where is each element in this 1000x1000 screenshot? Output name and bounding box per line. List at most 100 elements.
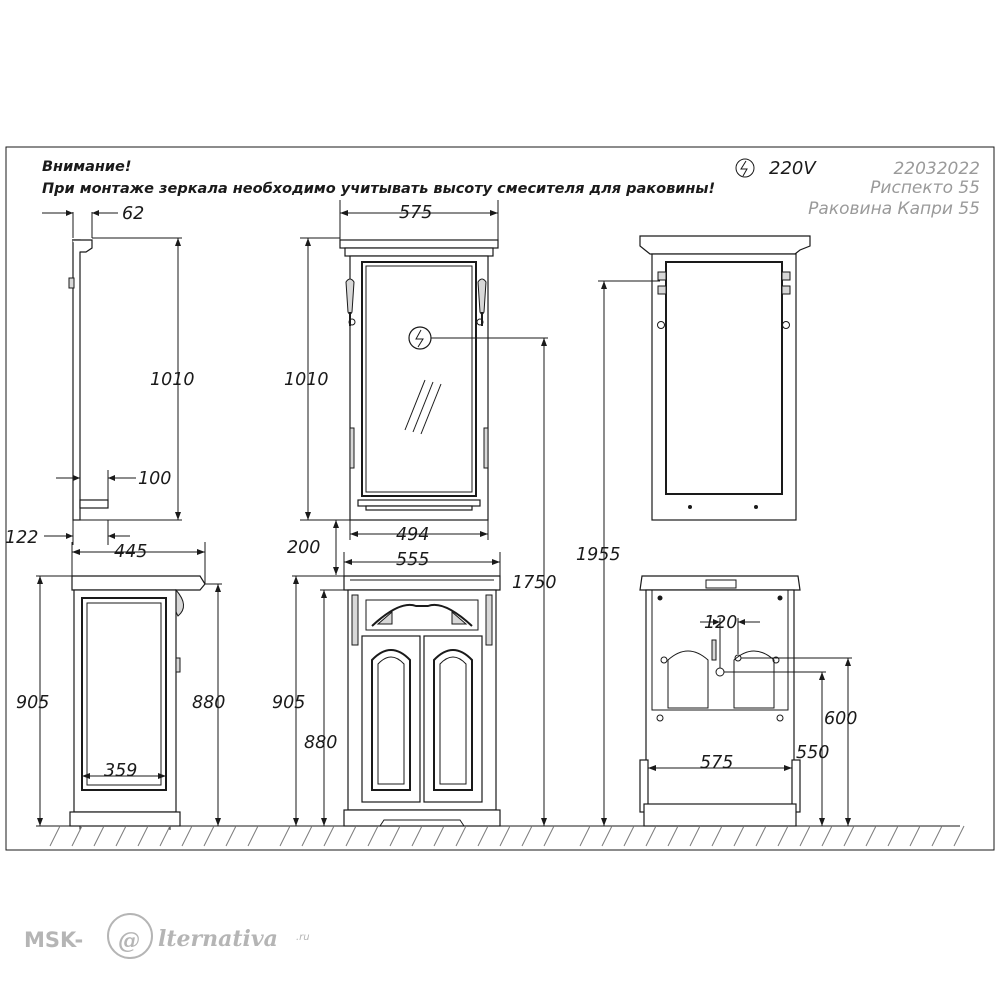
brand-left-text: MSK- xyxy=(24,928,83,952)
dim-cabinet-height-front-body-label: 880 xyxy=(304,733,337,753)
dim-mirror-width: 575 xyxy=(339,200,499,240)
floor-hatch xyxy=(887,825,899,847)
floor-hatch xyxy=(667,825,679,847)
dim-mirror-depth: 62 xyxy=(42,204,144,238)
floor-hatch xyxy=(601,825,613,847)
dim-drain-height-upper-label: 600 xyxy=(824,709,857,729)
wall-lamp-right xyxy=(476,278,487,326)
dim-inner-depth-label: 359 xyxy=(104,761,137,781)
floor-hatch xyxy=(499,825,511,847)
floor-hatch xyxy=(777,825,789,847)
dim-cabinet-height-side-body: 880 xyxy=(180,583,225,827)
product-code: 22032022 xyxy=(893,159,980,179)
dim-mirror-height-front-label: 1010 xyxy=(284,370,329,390)
floor-hatch xyxy=(389,825,401,847)
floor-hatch xyxy=(843,825,855,847)
floor-hatch xyxy=(71,825,83,847)
floor-hatch xyxy=(115,825,127,847)
dim-outlet-height-label: 1750 xyxy=(512,573,557,593)
floor-hatch xyxy=(477,825,489,847)
floor-hatch xyxy=(367,825,379,847)
dim-cabinet-width: 555 xyxy=(343,550,501,576)
dim-gap: 200 xyxy=(287,520,339,575)
dim-cabinet-height-front-body: 880 xyxy=(304,589,348,826)
dim-drain-spacing: 120 xyxy=(700,613,760,668)
dim-drain-height-lower-label: 550 xyxy=(796,743,829,763)
sheet-frame xyxy=(5,146,995,851)
dim-cabinet-height-side-total: 905 xyxy=(16,575,72,827)
product-basin-name: Раковина Капри 55 xyxy=(808,199,980,219)
floor-hatch xyxy=(689,825,701,847)
floor-hatch xyxy=(733,825,745,847)
floor-hatch xyxy=(821,825,833,847)
dim-drain-spacing-label: 120 xyxy=(704,613,737,633)
floor-hatch xyxy=(931,825,943,847)
brand-suffix-text: .ru xyxy=(296,932,310,943)
floor-hatch xyxy=(301,825,313,847)
floor-hatch xyxy=(49,825,61,847)
dim-mirror-depth-label: 62 xyxy=(122,204,144,224)
dim-inner-width: 575 xyxy=(648,753,792,773)
wall-lamp-left xyxy=(345,278,356,326)
floor-hatch xyxy=(225,825,237,847)
floor-hatch xyxy=(543,825,555,847)
floor-hatch xyxy=(279,825,291,847)
floor-hatch xyxy=(433,825,445,847)
dim-inner-depth: 359 xyxy=(82,761,166,781)
product-mirror-name: Риспекто 55 xyxy=(870,178,980,198)
electric-outlet-marker xyxy=(408,326,432,350)
dim-mirror-offset: 122 xyxy=(5,520,130,548)
dim-cabinet-depth-label: 445 xyxy=(114,542,147,562)
floor-hatch xyxy=(953,825,965,847)
floor-hatch xyxy=(137,825,149,847)
floor-hatch xyxy=(455,825,467,847)
voltage-label: 220V xyxy=(769,158,817,179)
dim-mirror-height-side-label: 1010 xyxy=(150,370,195,390)
dim-cabinet-height-side-body-label: 880 xyxy=(192,693,225,713)
floor-hatch xyxy=(755,825,767,847)
dim-shelf-depth: 100 xyxy=(56,469,171,500)
brand-right-text: lternativa xyxy=(158,926,278,952)
dim-total-height-label: 1955 xyxy=(576,545,621,565)
floor-hatch xyxy=(345,825,357,847)
dim-total-height: 1955 xyxy=(576,280,660,826)
floor-hatch xyxy=(411,825,423,847)
floor-hatch xyxy=(799,825,811,847)
mirror-back-view xyxy=(639,235,811,521)
floor-line xyxy=(49,825,965,847)
svg-text:@: @ xyxy=(118,928,140,954)
notice-text: При монтаже зеркала необходимо учитывать… xyxy=(42,181,715,197)
floor-hatch xyxy=(181,825,193,847)
dim-gap-label: 200 xyxy=(287,538,320,558)
floor-hatch xyxy=(579,825,591,847)
floor-hatch xyxy=(323,825,335,847)
at-sign-logo-icon: @ xyxy=(107,913,153,959)
brand-watermark: MSK- @ lternativa .ru xyxy=(24,913,310,959)
floor-hatch xyxy=(159,825,171,847)
dim-cabinet-height-front-total: 905 xyxy=(272,575,344,827)
dim-shelf-width: 494 xyxy=(349,520,489,545)
dim-outlet-height: 1750 xyxy=(431,337,557,826)
dim-cabinet-depth: 445 xyxy=(71,542,206,584)
dim-mirror-height-front: 1010 xyxy=(284,237,350,521)
mirror-front-view xyxy=(339,239,499,521)
dim-shelf-depth-label: 100 xyxy=(138,469,171,489)
floor-hatch xyxy=(711,825,723,847)
cabinet-front-view xyxy=(343,575,501,827)
floor-hatch xyxy=(247,825,259,847)
floor-hatch xyxy=(93,825,105,847)
dim-shelf-width-label: 494 xyxy=(396,525,429,545)
floor-hatch xyxy=(623,825,635,847)
floor-hatch xyxy=(645,825,657,847)
dim-inner-width-label: 575 xyxy=(700,753,733,773)
mirror-side-view xyxy=(68,239,109,521)
dim-mirror-height-side: 1010 xyxy=(92,237,195,521)
dim-cabinet-height-side-total-label: 905 xyxy=(16,693,49,713)
dim-drain-height-upper: 600 xyxy=(741,657,857,826)
floor-hatch xyxy=(865,825,877,847)
electric-outlet-icon xyxy=(735,158,755,178)
dim-mirror-offset-label: 122 xyxy=(5,528,38,548)
floor-hatch xyxy=(909,825,921,847)
floor-hatch xyxy=(203,825,215,847)
